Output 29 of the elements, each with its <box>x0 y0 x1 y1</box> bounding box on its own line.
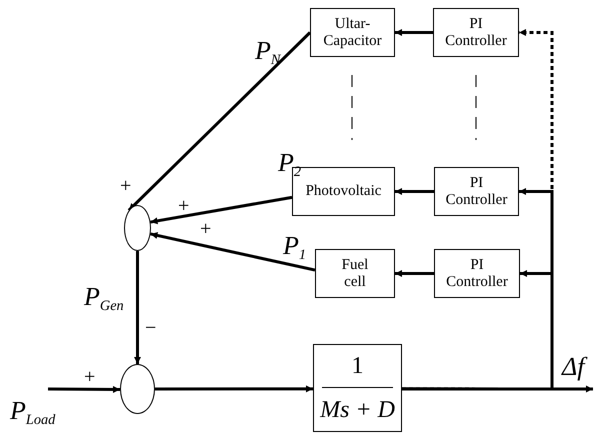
process-block: PI Controller <box>434 167 519 216</box>
arrow <box>48 386 120 393</box>
arrow <box>150 196 292 224</box>
sign-label: + <box>178 196 190 216</box>
sign-label: + <box>84 367 96 387</box>
summing-junction <box>124 205 151 251</box>
edge-label: P$_{Gen}$ <box>84 284 124 314</box>
numerator: 1 <box>352 354 364 378</box>
arrow <box>134 251 141 364</box>
transfer-function-block <box>313 344 402 432</box>
process-block: PI Controller <box>434 249 520 298</box>
edge-label: P$_{1}$ <box>283 233 306 262</box>
process-block: Fuel cell <box>315 249 395 298</box>
arrow <box>395 29 433 36</box>
arrow <box>402 270 554 390</box>
arrow <box>128 31 312 212</box>
process-block: Ultar- Capacitor <box>310 8 395 57</box>
sign-label: + <box>200 219 212 239</box>
summing-junction <box>120 364 155 414</box>
output-label: Δf <box>562 354 593 389</box>
sign-label: + <box>120 176 132 196</box>
arrow <box>150 232 316 272</box>
denominator: Ms + D <box>320 398 395 422</box>
arrow <box>395 270 434 277</box>
arrow <box>155 385 313 392</box>
sign-label: − <box>145 318 156 338</box>
signal-label: P$_{Load}$ <box>10 398 56 428</box>
arrow <box>395 188 434 195</box>
process-block: PI Controller <box>433 8 519 57</box>
